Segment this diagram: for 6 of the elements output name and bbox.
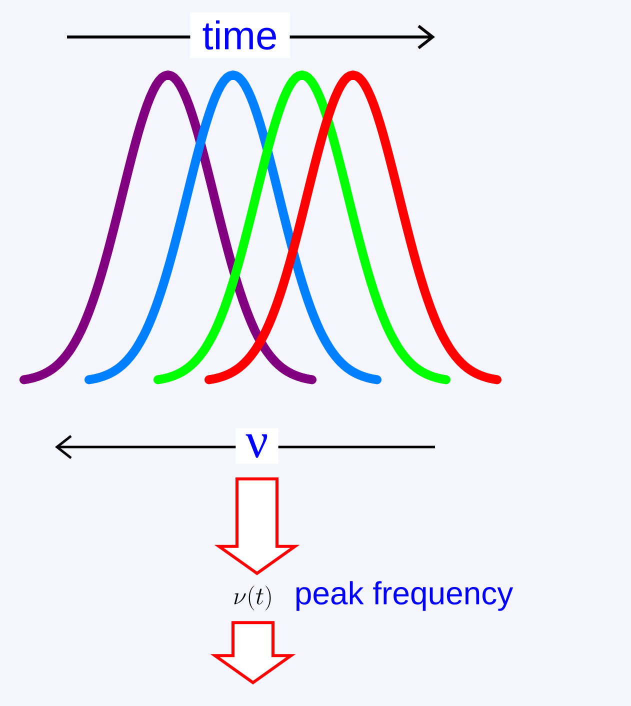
hollow-arrow — [214, 477, 300, 576]
hollow-arrow — [210, 621, 296, 684]
axis-label: time — [190, 12, 290, 58]
frequency-label: ν — [236, 428, 278, 464]
node-caption: peak frequency — [296, 581, 514, 611]
formula-label: $\nu(t)$ — [234, 586, 271, 610]
